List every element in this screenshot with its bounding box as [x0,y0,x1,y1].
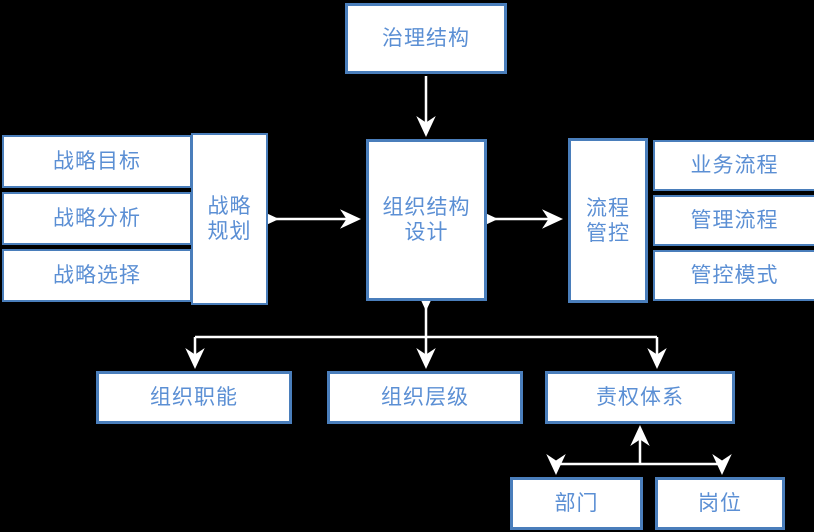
node-org-level[interactable]: 组织层级 [327,371,523,424]
node-business-process[interactable]: 业务流程 [653,140,814,191]
node-position[interactable]: 岗位 [655,477,785,530]
node-strategy-choice[interactable]: 战略选择 [2,249,192,302]
node-control-mode[interactable]: 管控模式 [653,250,814,301]
node-department[interactable]: 部门 [510,477,643,530]
node-strategy-analysis[interactable]: 战略分析 [2,192,192,245]
node-management-process[interactable]: 管理流程 [653,195,814,246]
node-governance[interactable]: 治理结构 [345,3,507,74]
node-process-control[interactable]: 流程 管控 [568,138,648,303]
node-org-structure-design[interactable]: 组织结构 设计 [366,139,487,301]
node-authority-system[interactable]: 责权体系 [545,371,735,424]
node-strategy-planning[interactable]: 战略 规划 [191,133,268,305]
node-org-function[interactable]: 组织职能 [96,371,292,424]
node-strategy-goal[interactable]: 战略目标 [2,135,192,188]
